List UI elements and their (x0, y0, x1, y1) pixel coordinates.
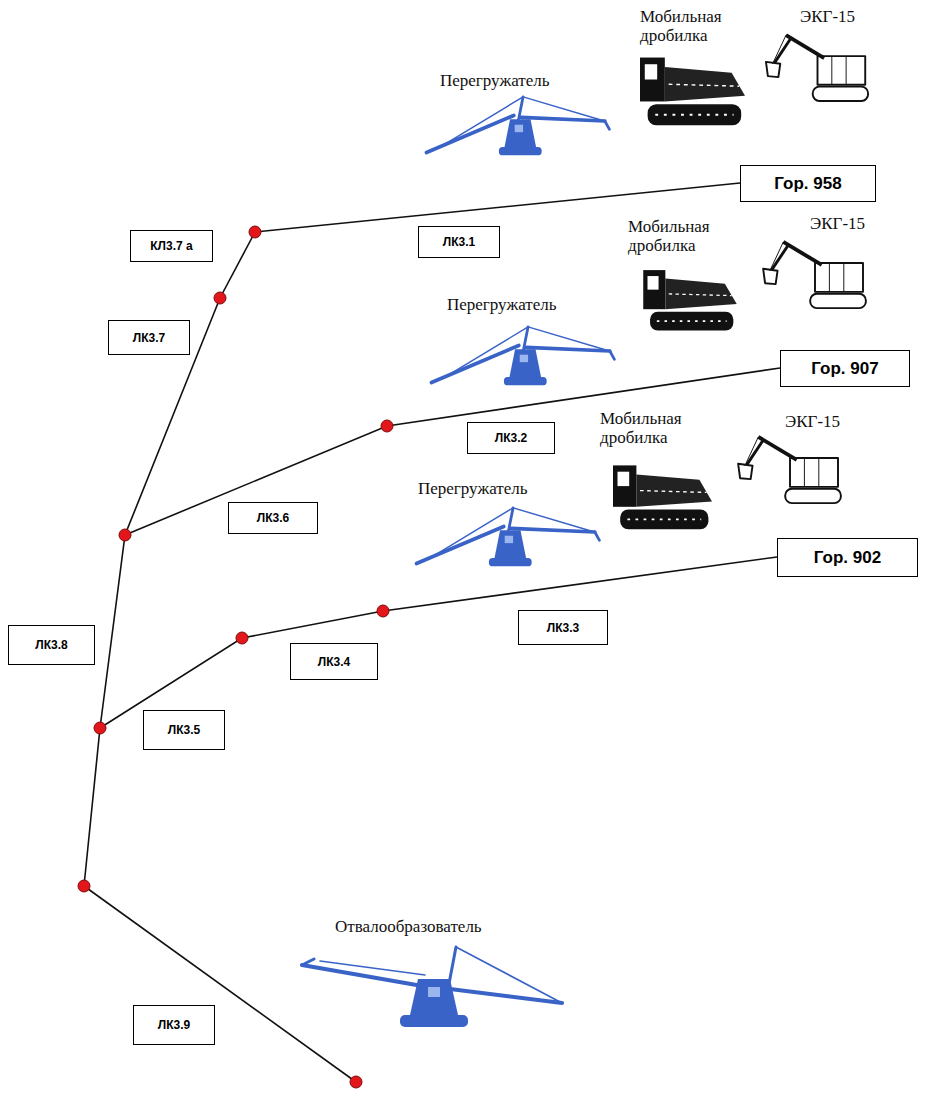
box-text: ЛК3.9 (158, 1018, 190, 1032)
equipment-label: Перегружатель (418, 480, 527, 499)
box-text: ЛК3.4 (318, 655, 350, 669)
line-label-box: ЛК3.9 (133, 1005, 215, 1045)
box-text: ЛК3.1 (443, 235, 475, 249)
reloader-icon (432, 327, 615, 386)
box-text: ЛК3.6 (257, 511, 289, 525)
junction-dot (94, 722, 106, 734)
equipment-label: ЭКГ-15 (800, 8, 855, 27)
box-text: Гор. 907 (811, 359, 878, 379)
equipment-label: Перегружатель (447, 296, 556, 315)
reloader-icon (427, 97, 610, 156)
equipment-label: Отвалообразователь (335, 918, 482, 937)
box-text: ЛК3.8 (35, 638, 67, 652)
junction-points (78, 226, 393, 1088)
line-label-box: Гор. 907 (780, 350, 910, 387)
shovel-icon (766, 35, 868, 101)
power-lines (84, 183, 780, 1082)
equipment-label: ЭКГ-15 (810, 215, 865, 234)
equipment-label: Мобильная дробилка (600, 410, 710, 447)
junction-dot (78, 880, 90, 892)
line-label-box: КЛ3.7 а (130, 230, 213, 262)
crusher-icon (613, 465, 712, 529)
equipment-label: Мобильная дробилка (628, 218, 738, 255)
power-line (125, 368, 780, 535)
box-text: ЛК3.5 (168, 723, 200, 737)
line-label-box: ЛК3.2 (467, 422, 555, 454)
line-label-box: Гор. 958 (740, 165, 876, 202)
crusher-icon (640, 58, 745, 126)
junction-dot (381, 420, 393, 432)
crusher-icon (643, 270, 737, 330)
junction-dot (214, 292, 226, 304)
line-label-box: ЛК3.1 (418, 226, 500, 258)
line-label-box: ЛК3.8 (8, 625, 95, 665)
power-line (84, 232, 255, 886)
box-text: ЛК3.2 (495, 431, 527, 445)
spreader-icon (302, 947, 562, 1027)
equipment-label: ЭКГ-15 (785, 413, 840, 432)
shovel-icon (763, 242, 866, 308)
junction-dot (236, 632, 248, 644)
box-text: ЛК3.7 (133, 331, 165, 345)
junction-dot (249, 226, 261, 238)
box-text: Гор. 958 (774, 174, 841, 194)
line-label-box: ЛК3.6 (228, 502, 318, 534)
junction-dot (377, 605, 389, 617)
equipment-label: Мобильная дробилка (640, 8, 750, 45)
line-label-box: ЛК3.4 (290, 643, 378, 680)
line-label-box: Гор. 902 (777, 538, 918, 577)
equipment-label: Перегружатель (440, 72, 549, 91)
line-label-box: ЛК3.3 (518, 610, 608, 645)
line-label-box: ЛК3.7 (108, 320, 190, 355)
shovel-icon (738, 437, 841, 503)
line-label-box: ЛК3.5 (143, 710, 225, 750)
junction-dot (119, 529, 131, 541)
box-text: Гор. 902 (814, 548, 881, 568)
junction-dot (350, 1076, 362, 1088)
box-text: КЛ3.7 а (150, 239, 192, 253)
box-text: ЛК3.3 (547, 621, 579, 635)
power-line (84, 886, 356, 1082)
reloader-icon (417, 508, 600, 566)
power-line (100, 557, 777, 728)
